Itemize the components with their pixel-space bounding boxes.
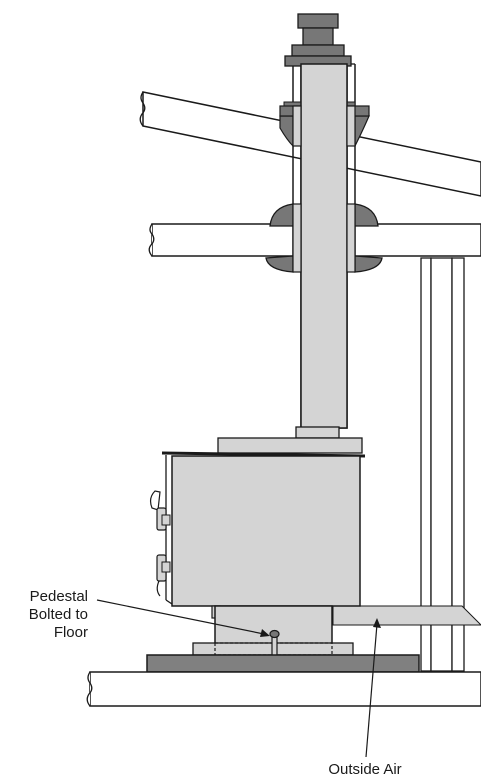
pedestal-label-line-2: Bolted to <box>28 606 88 623</box>
floor-beam <box>86 671 481 707</box>
ceiling-support-box <box>265 203 383 273</box>
pedestal-leader-line <box>96 599 270 637</box>
pedestal-label-line-1: Pedestal <box>29 588 88 605</box>
door-handle-lower <box>156 554 171 597</box>
pedestal-label-line-3: Floor <box>53 624 88 641</box>
flue-collar <box>217 426 363 454</box>
wall-framing <box>420 257 465 672</box>
outside-air-leader-line <box>365 618 381 758</box>
wood-stove-body <box>161 451 366 607</box>
hearth-pad <box>146 654 420 673</box>
outside-air-label: Outside Air <box>328 761 402 778</box>
door-handle-upper <box>149 490 171 531</box>
chimney-cap <box>284 13 352 67</box>
pedestal-bolt <box>269 629 280 665</box>
chimney-pipe-front <box>292 63 356 429</box>
outside-air-duct <box>332 605 481 626</box>
